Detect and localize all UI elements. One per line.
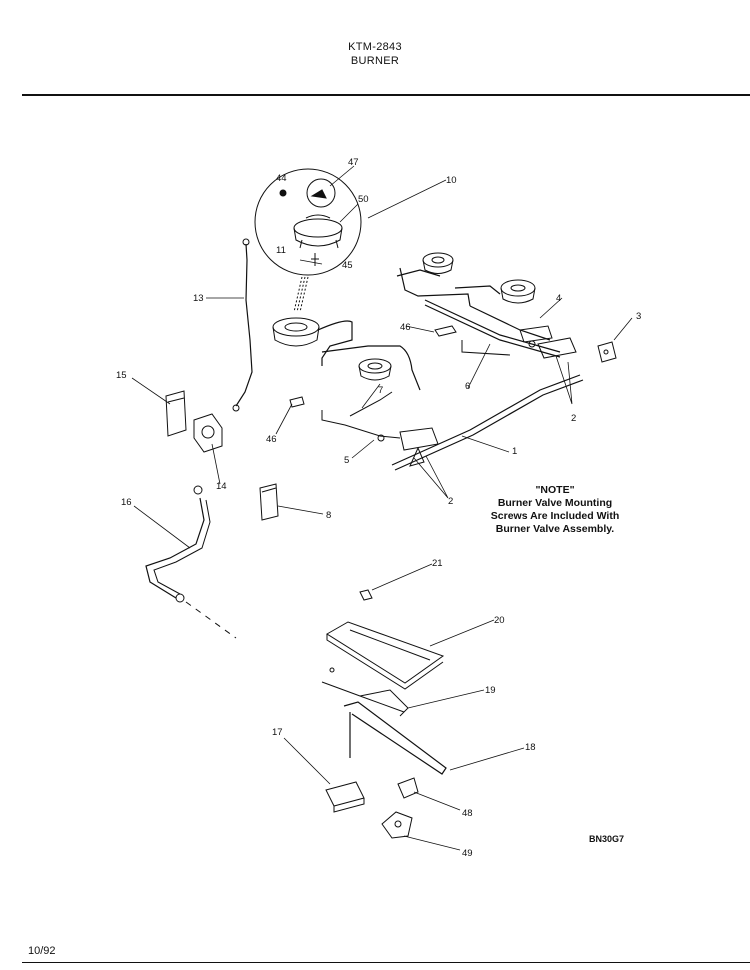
part-3-valve (597, 341, 617, 363)
burner-lower-middle (358, 358, 392, 381)
callout-19: 19 (485, 685, 496, 696)
part-21-nut (359, 589, 373, 601)
callout-7: 7 (378, 385, 383, 396)
callout-8: 8 (326, 510, 331, 521)
tube-5 (321, 410, 401, 439)
footer-rule (22, 962, 750, 963)
bracket-15 (165, 390, 187, 437)
callout-46-lower: 46 (266, 434, 277, 445)
part-18-rod (343, 701, 447, 775)
footer-date: 10/92 (28, 945, 56, 957)
burner-tubes (317, 267, 551, 391)
callout-10: 10 (446, 175, 457, 186)
part-17-knob (325, 781, 365, 813)
note-heading: "NOTE" (535, 484, 575, 496)
header-rule (22, 94, 750, 96)
callout-47: 47 (348, 157, 359, 168)
clip-46-upper (434, 325, 457, 337)
callout-2-right: 2 (571, 413, 576, 424)
callout-17: 17 (272, 727, 283, 738)
callout-21: 21 (432, 558, 443, 569)
callout-14: 14 (216, 481, 227, 492)
callout-1: 1 (512, 446, 517, 457)
callout-4: 4 (556, 293, 561, 304)
note-line-3: Burner Valve Assembly. (495, 523, 615, 535)
detail-circle-burner-head (254, 168, 362, 313)
diagram-code: BN30G7 (589, 834, 625, 844)
callout-2-center: 2 (448, 496, 453, 507)
assembly-note: "NOTE" Burner Valve Mounting Screws Are … (460, 484, 650, 536)
regulator-14 (193, 413, 223, 453)
leader-lines (131, 165, 633, 851)
callout-44: 44 (276, 173, 287, 184)
part-8 (259, 483, 279, 521)
burner-upper-right-b (500, 279, 536, 304)
part-16-hose (145, 485, 211, 603)
callout-48: 48 (462, 808, 473, 819)
note-line-1: Burner Valve Mounting (497, 497, 613, 509)
burner-upper-left (272, 317, 320, 347)
callout-50: 50 (358, 194, 369, 205)
callout-20: 20 (494, 615, 505, 626)
part-13-line (232, 238, 253, 412)
callout-15: 15 (116, 370, 127, 381)
diagram-title: BURNER (350, 55, 400, 67)
note-line-2: Screws Are Included With (490, 510, 620, 522)
callout-46-upper: 46 (400, 322, 411, 333)
clip-46-lower (289, 396, 305, 408)
part-20-shield (326, 621, 445, 690)
callout-45: 45 (342, 260, 353, 271)
callout-3: 3 (636, 311, 641, 322)
callout-11: 11 (276, 245, 286, 256)
valve-bodies (377, 325, 577, 467)
callout-18: 18 (525, 742, 536, 753)
callout-16: 16 (121, 497, 132, 508)
tube-6 (461, 340, 511, 356)
part-49-bracket (381, 811, 413, 839)
callout-6: 6 (465, 381, 470, 392)
part-48-clip (397, 777, 419, 799)
callout-49: 49 (462, 848, 473, 859)
callout-5: 5 (344, 455, 349, 466)
main-manifold-pipe (391, 299, 584, 471)
callout-13: 13 (193, 293, 204, 304)
diagram-model-number: KTM-2843 (348, 41, 402, 53)
part-19-assembly (321, 667, 409, 717)
callout-labels: 10 47 44 50 11 45 13 15 14 16 8 46 46 5 … (116, 157, 641, 859)
burner-upper-right-a (422, 252, 454, 274)
tube-7 (349, 391, 393, 417)
